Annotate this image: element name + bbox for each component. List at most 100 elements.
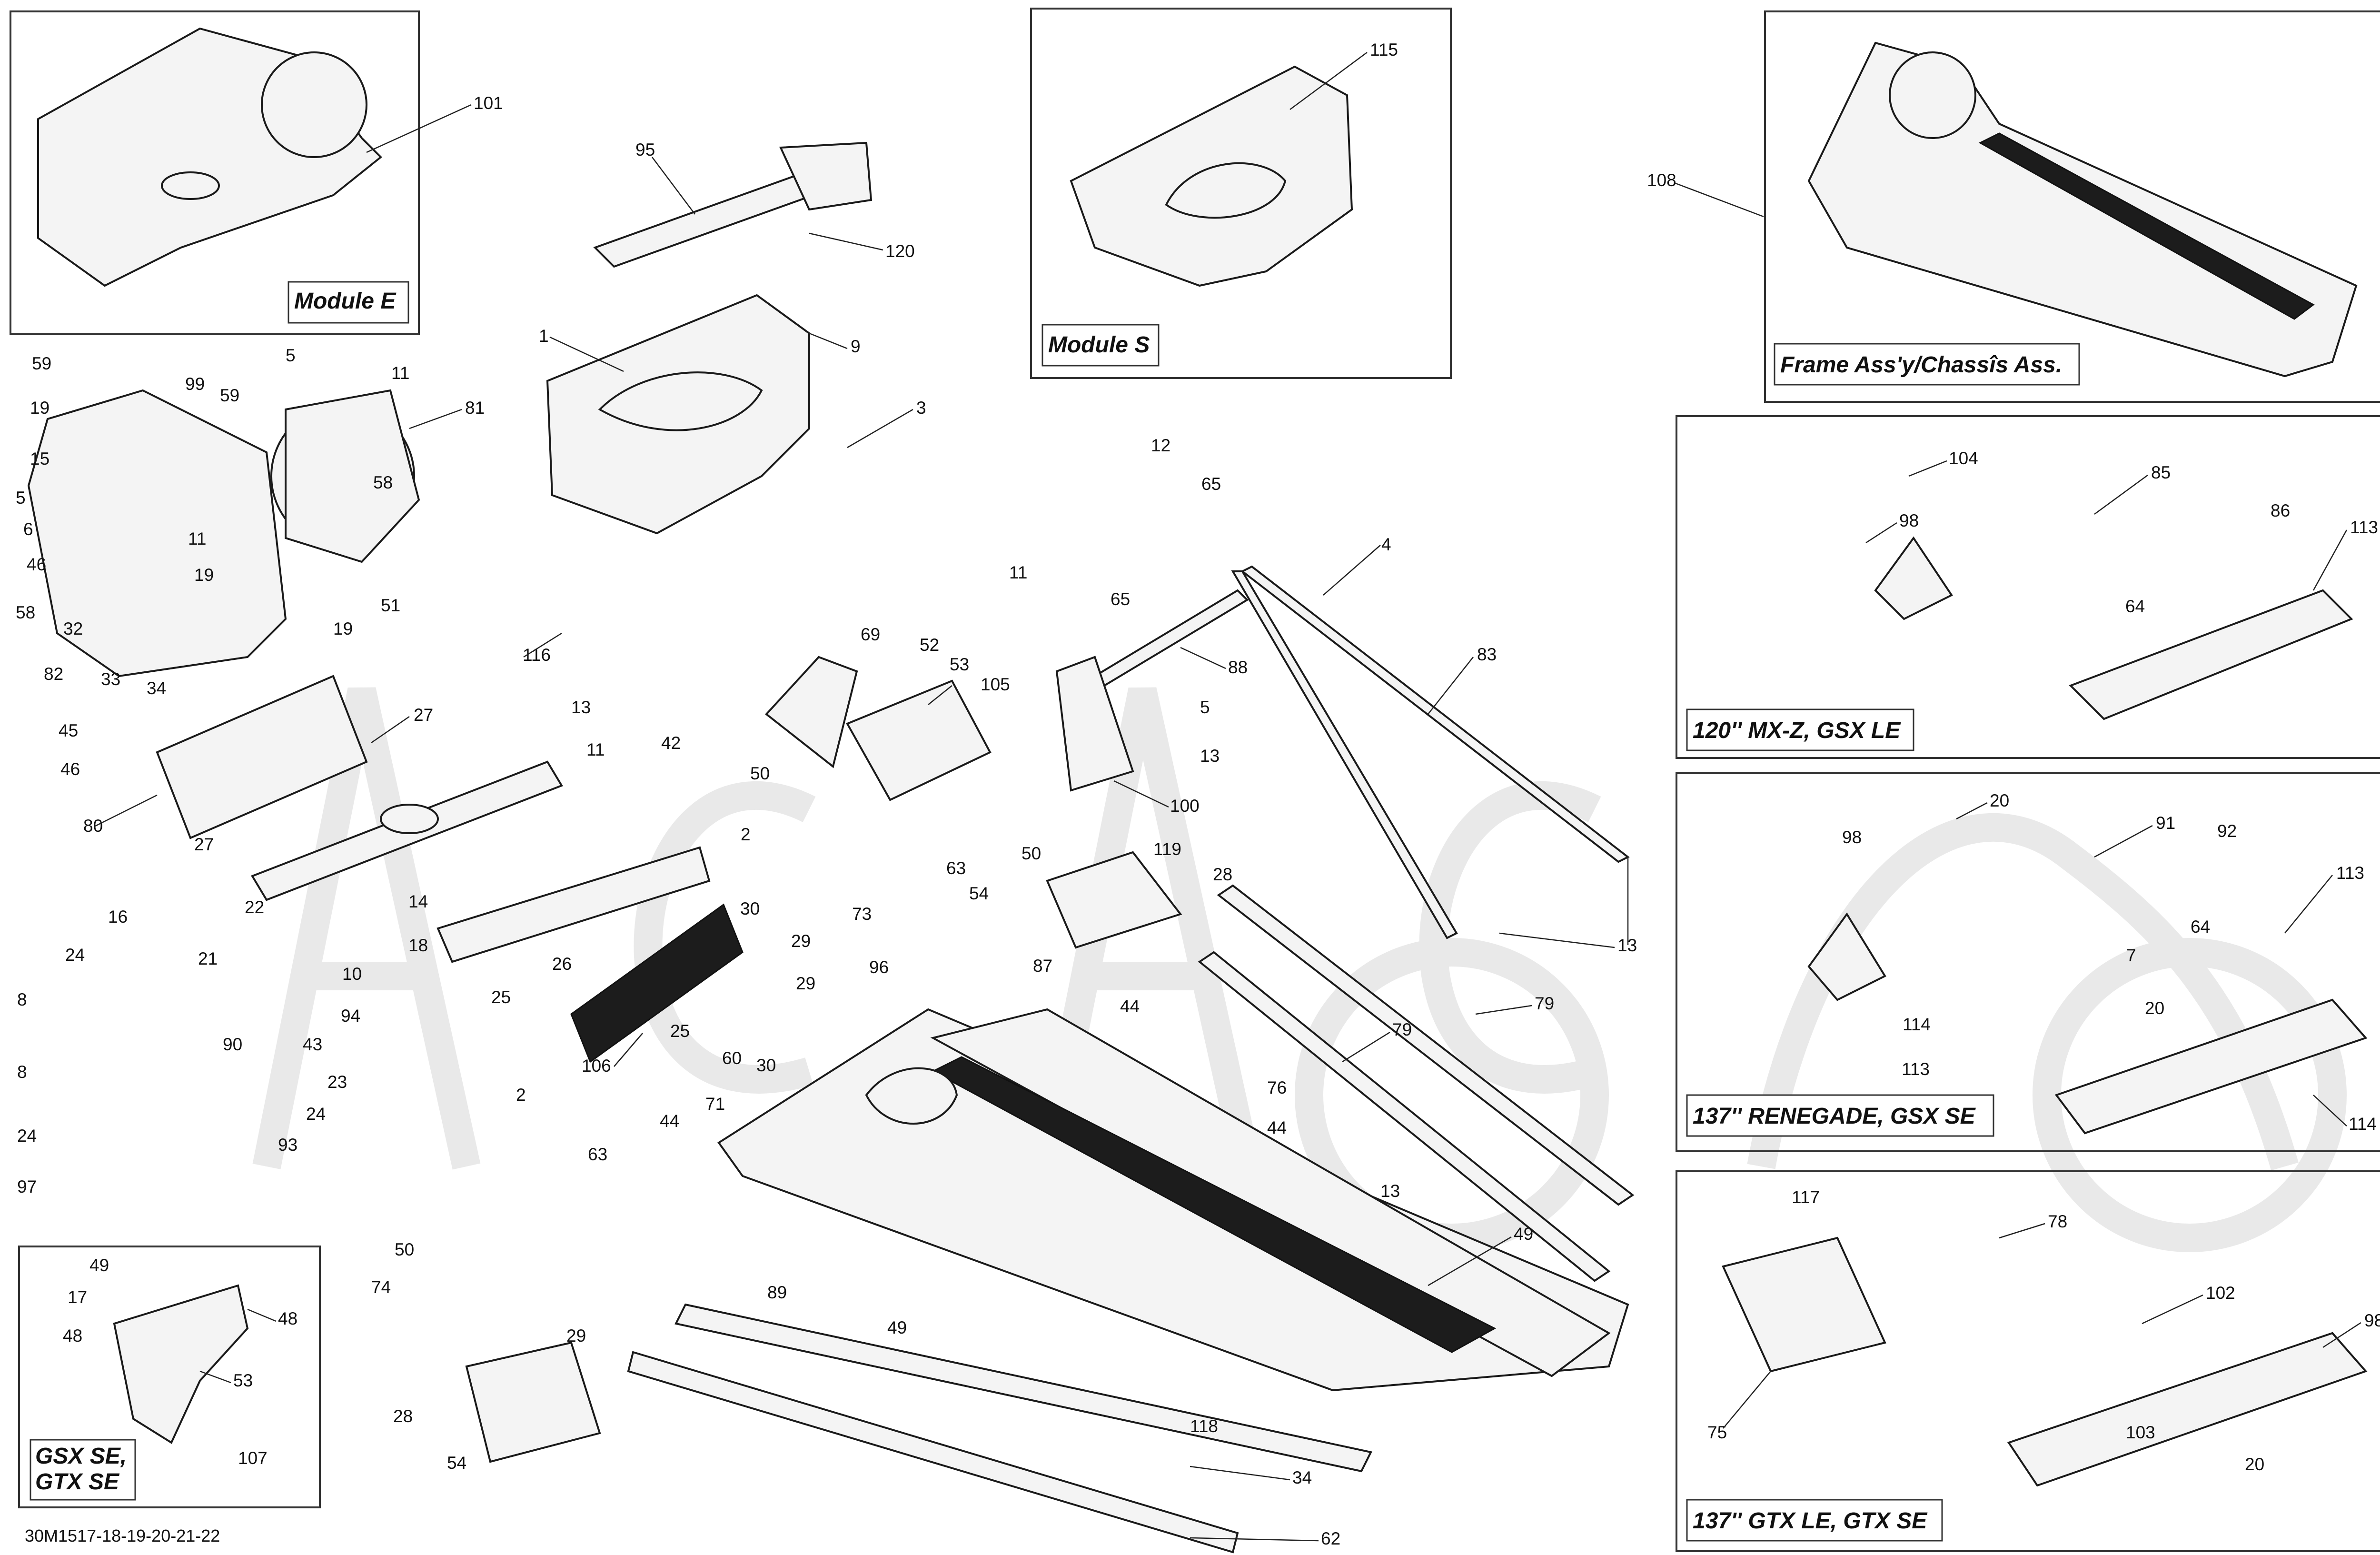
callout-5c: 5 xyxy=(1200,698,1210,717)
callout-99: 99 xyxy=(185,374,205,394)
callout-63b: 63 xyxy=(588,1145,607,1164)
callout-114a: 20 xyxy=(2145,998,2164,1018)
callout-5a: 5 xyxy=(286,346,296,365)
module-e-box: Module E xyxy=(10,10,420,335)
callout-28a: 28 xyxy=(1213,865,1232,884)
callout-87: 87 xyxy=(1033,956,1052,976)
callout-49a: 13 xyxy=(1380,1181,1400,1201)
callout-1: 1 xyxy=(539,326,549,346)
callout-44a: 44 xyxy=(660,1111,679,1131)
callout-90: 90 xyxy=(223,1035,242,1054)
callout-10: 10 xyxy=(342,964,362,984)
callout-42: 42 xyxy=(661,733,681,753)
callout-74: 50 xyxy=(395,1240,414,1259)
callout-114b: 113 xyxy=(1902,1059,1930,1079)
callout-24c: 24 xyxy=(17,1126,37,1146)
callout-46b: 46 xyxy=(60,759,80,779)
callout-59b: 59 xyxy=(220,386,239,405)
callout-76: 76 xyxy=(1267,1078,1287,1097)
callout-118: 54 xyxy=(447,1453,466,1473)
callout-78: 117 xyxy=(1792,1187,1820,1207)
callout-113c: 114 xyxy=(1903,1015,1931,1034)
frame-assy-label: Frame Ass'y/Chassîs Ass. xyxy=(1780,352,2062,378)
callout-82: 82 xyxy=(44,664,63,684)
callout-89: 49 xyxy=(1514,1224,1533,1244)
callout-50a: 50 xyxy=(750,764,770,783)
callout-34a: 34 xyxy=(147,678,166,698)
callout-95: 95 xyxy=(635,140,655,159)
callout-48b: 17 xyxy=(68,1287,87,1307)
callout-115: 115 xyxy=(1370,40,1398,60)
callout-107: 53 xyxy=(233,1371,253,1390)
callout-62: 34 xyxy=(1292,1468,1312,1487)
callout-26: 26 xyxy=(552,954,572,974)
floor-panel-part xyxy=(251,760,563,901)
callout-43: 43 xyxy=(303,1035,322,1054)
footrest-part xyxy=(465,851,1182,1463)
callout-12: 12 xyxy=(1151,436,1170,455)
callout-54b: 28 xyxy=(393,1406,413,1426)
callout-9: 9 xyxy=(851,337,861,356)
callout-86: 98 xyxy=(1899,511,1919,530)
callout-100: 100 xyxy=(1170,796,1200,816)
callout-13c: 13 xyxy=(1617,936,1637,955)
callout-33: 33 xyxy=(101,669,120,689)
callout-11b: 11 xyxy=(188,529,206,548)
callouts: 101 95 120 115 108 1 9 3 59 99 59 5 11 8… xyxy=(16,40,2380,1548)
callout-46a: 46 xyxy=(27,555,46,574)
module-s-label: Module S xyxy=(1048,332,1150,358)
callout-53a: 53 xyxy=(950,655,969,674)
callout-23: 23 xyxy=(327,1072,347,1092)
callout-27b: 27 xyxy=(194,835,214,854)
tunnel-part xyxy=(717,1008,1629,1392)
callout-8a: 8 xyxy=(17,990,27,1009)
callout-15: 15 xyxy=(30,449,50,468)
callout-113b: 92 xyxy=(2217,821,2237,841)
steering-bracket-part xyxy=(436,846,711,963)
gsx-se-box: GSX SE, GTX SE xyxy=(18,1246,321,1508)
gsx-se-bracket-part xyxy=(113,1284,249,1444)
callout-102: 78 xyxy=(2048,1212,2067,1231)
heat-exchanger-plate xyxy=(156,675,368,839)
frame-assembly-part xyxy=(1807,41,2358,378)
callout-80: 80 xyxy=(83,816,103,836)
callout-63a: 63 xyxy=(946,858,966,878)
callout-24b: 24 xyxy=(306,1104,326,1124)
callout-79a: 79 xyxy=(1535,994,1554,1013)
callout-24a: 24 xyxy=(65,945,85,965)
module-s-box: Module S xyxy=(1030,8,1452,379)
callout-98c: 102 xyxy=(2206,1283,2235,1303)
callout-120: 120 xyxy=(885,241,915,261)
callout-58a: 58 xyxy=(373,473,393,492)
suspension-bracket-part xyxy=(1055,656,1134,792)
callout-13a: 13 xyxy=(571,698,591,717)
callout-98a: 85 xyxy=(2151,463,2171,482)
callout-20b: 7 xyxy=(2126,946,2136,965)
callout-3: 3 xyxy=(916,398,926,418)
callout-119: 119 xyxy=(1153,839,1181,859)
variant-120-box: 120'' MX-Z, GSX LE xyxy=(1676,415,2380,759)
callout-29b: 29 xyxy=(796,974,815,993)
callout-19c: 19 xyxy=(333,619,353,638)
callout-7b: 20 xyxy=(2245,1455,2264,1474)
bumper-gtx-part xyxy=(1722,1236,2368,1487)
callout-2b: 2 xyxy=(516,1085,526,1105)
callout-113a: 86 xyxy=(2271,501,2290,520)
callout-7a: 64 xyxy=(2191,917,2210,937)
module-e-part xyxy=(37,27,382,287)
callout-64a: 113 xyxy=(2350,518,2378,537)
callout-97: 97 xyxy=(17,1177,37,1196)
callout-30a: 30 xyxy=(740,899,760,918)
callout-25b: 25 xyxy=(670,1021,690,1041)
callout-81: 81 xyxy=(465,398,485,418)
bumper-120-part xyxy=(1874,536,2353,720)
leader-lines xyxy=(95,51,2361,1542)
callout-32: 32 xyxy=(63,619,83,638)
callout-75: 98 xyxy=(2364,1311,2380,1330)
callout-91: 20 xyxy=(1990,791,2009,810)
callout-45: 45 xyxy=(59,721,78,740)
module-e-label: Module E xyxy=(294,289,397,314)
callout-108: 108 xyxy=(1647,170,1676,190)
callout-79b: 79 xyxy=(1392,1020,1412,1039)
